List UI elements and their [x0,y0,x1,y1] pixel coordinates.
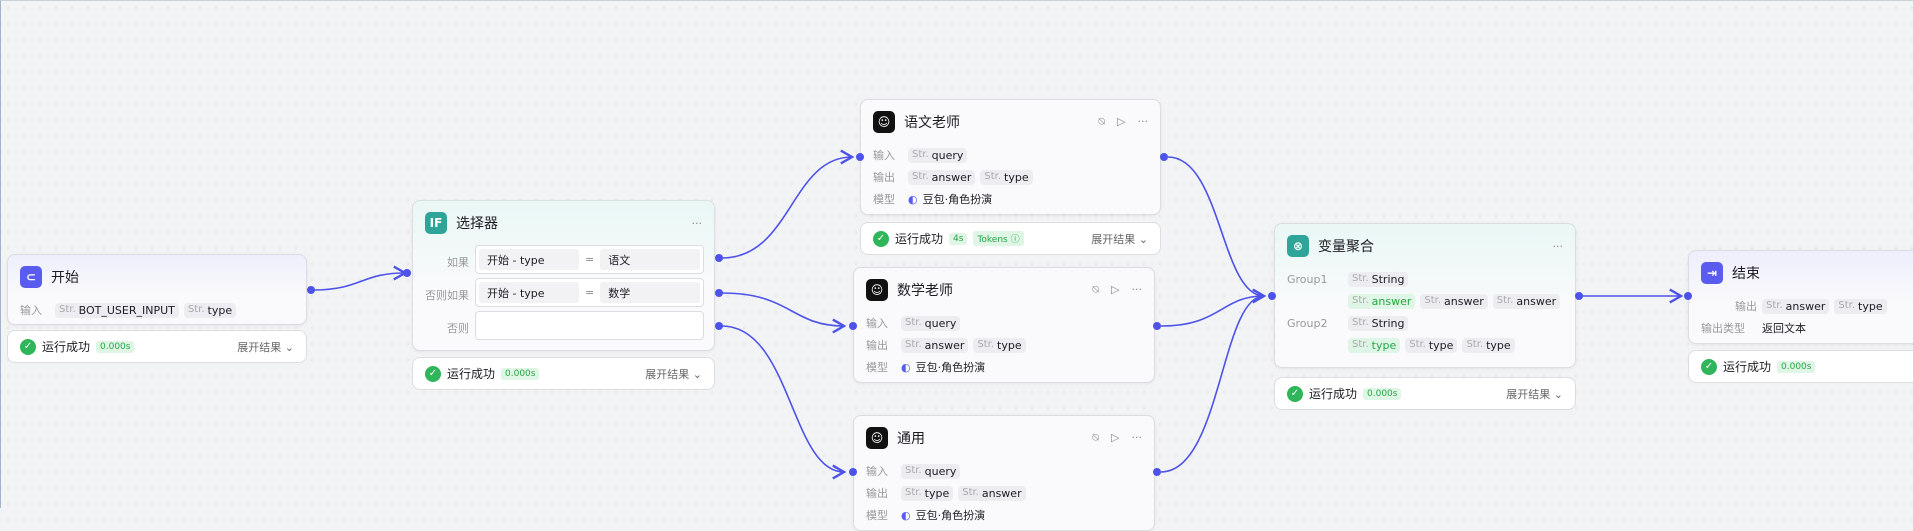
port[interactable] [1160,153,1168,161]
edge-elif-math [721,292,847,334]
condition-elif: 否则如果开始 - type=数学 [413,278,714,311]
expand-results-button[interactable]: 展开结果 ⌄ [237,340,294,354]
if-icon: IF [425,212,447,234]
check-icon: ✓ [1287,385,1303,402]
port[interactable] [715,254,723,262]
selector-node[interactable]: IF 选择器 ··· 如果开始 - type=语文 否则如果开始 - type=数学… [412,200,715,351]
port[interactable] [856,153,864,161]
more-icon[interactable]: ··· [1137,115,1149,128]
llm-icon: ☺ [866,279,888,301]
expand-results-button[interactable]: 展开结果 ⌄ [1091,232,1148,246]
var-tag: Str.type [183,302,237,318]
edge-if-chinese [721,149,855,259]
llm-icon: ☺ [866,427,888,449]
doubao-icon: ◐ [901,360,911,374]
more-icon[interactable]: ··· [1131,283,1143,296]
doubao-icon: ◐ [908,192,918,206]
port[interactable] [849,468,857,476]
port[interactable] [1684,292,1692,300]
var-tag: Str.BOT_USER_INPUT [55,302,179,318]
expand-results-button[interactable]: 展开结果 ⌄ [645,367,702,381]
bell-off-icon[interactable]: ⍉ [1092,431,1100,444]
run-icon[interactable]: ▷ [1111,431,1120,444]
doubao-icon: ◐ [901,508,911,522]
edge-start-selector [312,265,408,291]
node-title: 语文老师 [904,115,960,131]
port[interactable] [849,322,857,330]
bell-off-icon[interactable]: ⍉ [1092,283,1100,296]
check-icon: ✓ [20,338,36,355]
bell-off-icon[interactable]: ⍉ [1098,115,1106,128]
port[interactable] [1575,292,1583,300]
start-icon: ⊂ [20,266,42,288]
edge-math-agg [1160,295,1265,327]
llm-icon: ☺ [873,111,895,133]
expand-results-button[interactable]: 展开结果 ⌄ [1506,387,1563,401]
aggregate-icon: ⊗ [1287,235,1309,257]
end-icon: ⇥ [1701,262,1723,284]
port[interactable] [1153,322,1161,330]
port[interactable] [1153,468,1161,476]
more-icon[interactable]: ··· [691,216,703,230]
edges [312,149,1684,480]
port[interactable] [403,269,411,277]
check-icon: ✓ [1701,358,1717,375]
edge-else-general [721,325,847,480]
port[interactable] [1268,292,1276,300]
port[interactable] [715,322,723,330]
node-title: 通用 [897,431,925,447]
condition-else: 否则 [413,311,714,344]
tokens-badge[interactable]: Tokens ⓘ [973,231,1024,246]
more-icon[interactable]: ··· [1131,431,1143,444]
check-icon: ✓ [873,230,889,247]
node-title: 开始 [51,270,79,286]
edge-chinese-agg [1167,156,1267,304]
condition-if: 如果开始 - type=语文 [413,245,714,278]
node-title: 结束 [1732,266,1760,282]
port[interactable] [307,286,315,294]
run-icon[interactable]: ▷ [1117,115,1126,128]
port[interactable] [715,289,723,297]
node-title: 选择器 [456,216,498,232]
start-node[interactable]: ⊂ 开始 输入 Str.BOT_USER_INPUT Str.type [7,254,307,325]
more-icon[interactable]: ··· [1552,239,1564,253]
check-icon: ✓ [425,365,441,382]
edge-general-agg [1160,295,1265,473]
node-title: 数学老师 [897,283,953,299]
node-title: 变量聚合 [1318,239,1374,255]
input-label: 输入 [20,304,42,317]
run-icon[interactable]: ▷ [1111,283,1120,296]
